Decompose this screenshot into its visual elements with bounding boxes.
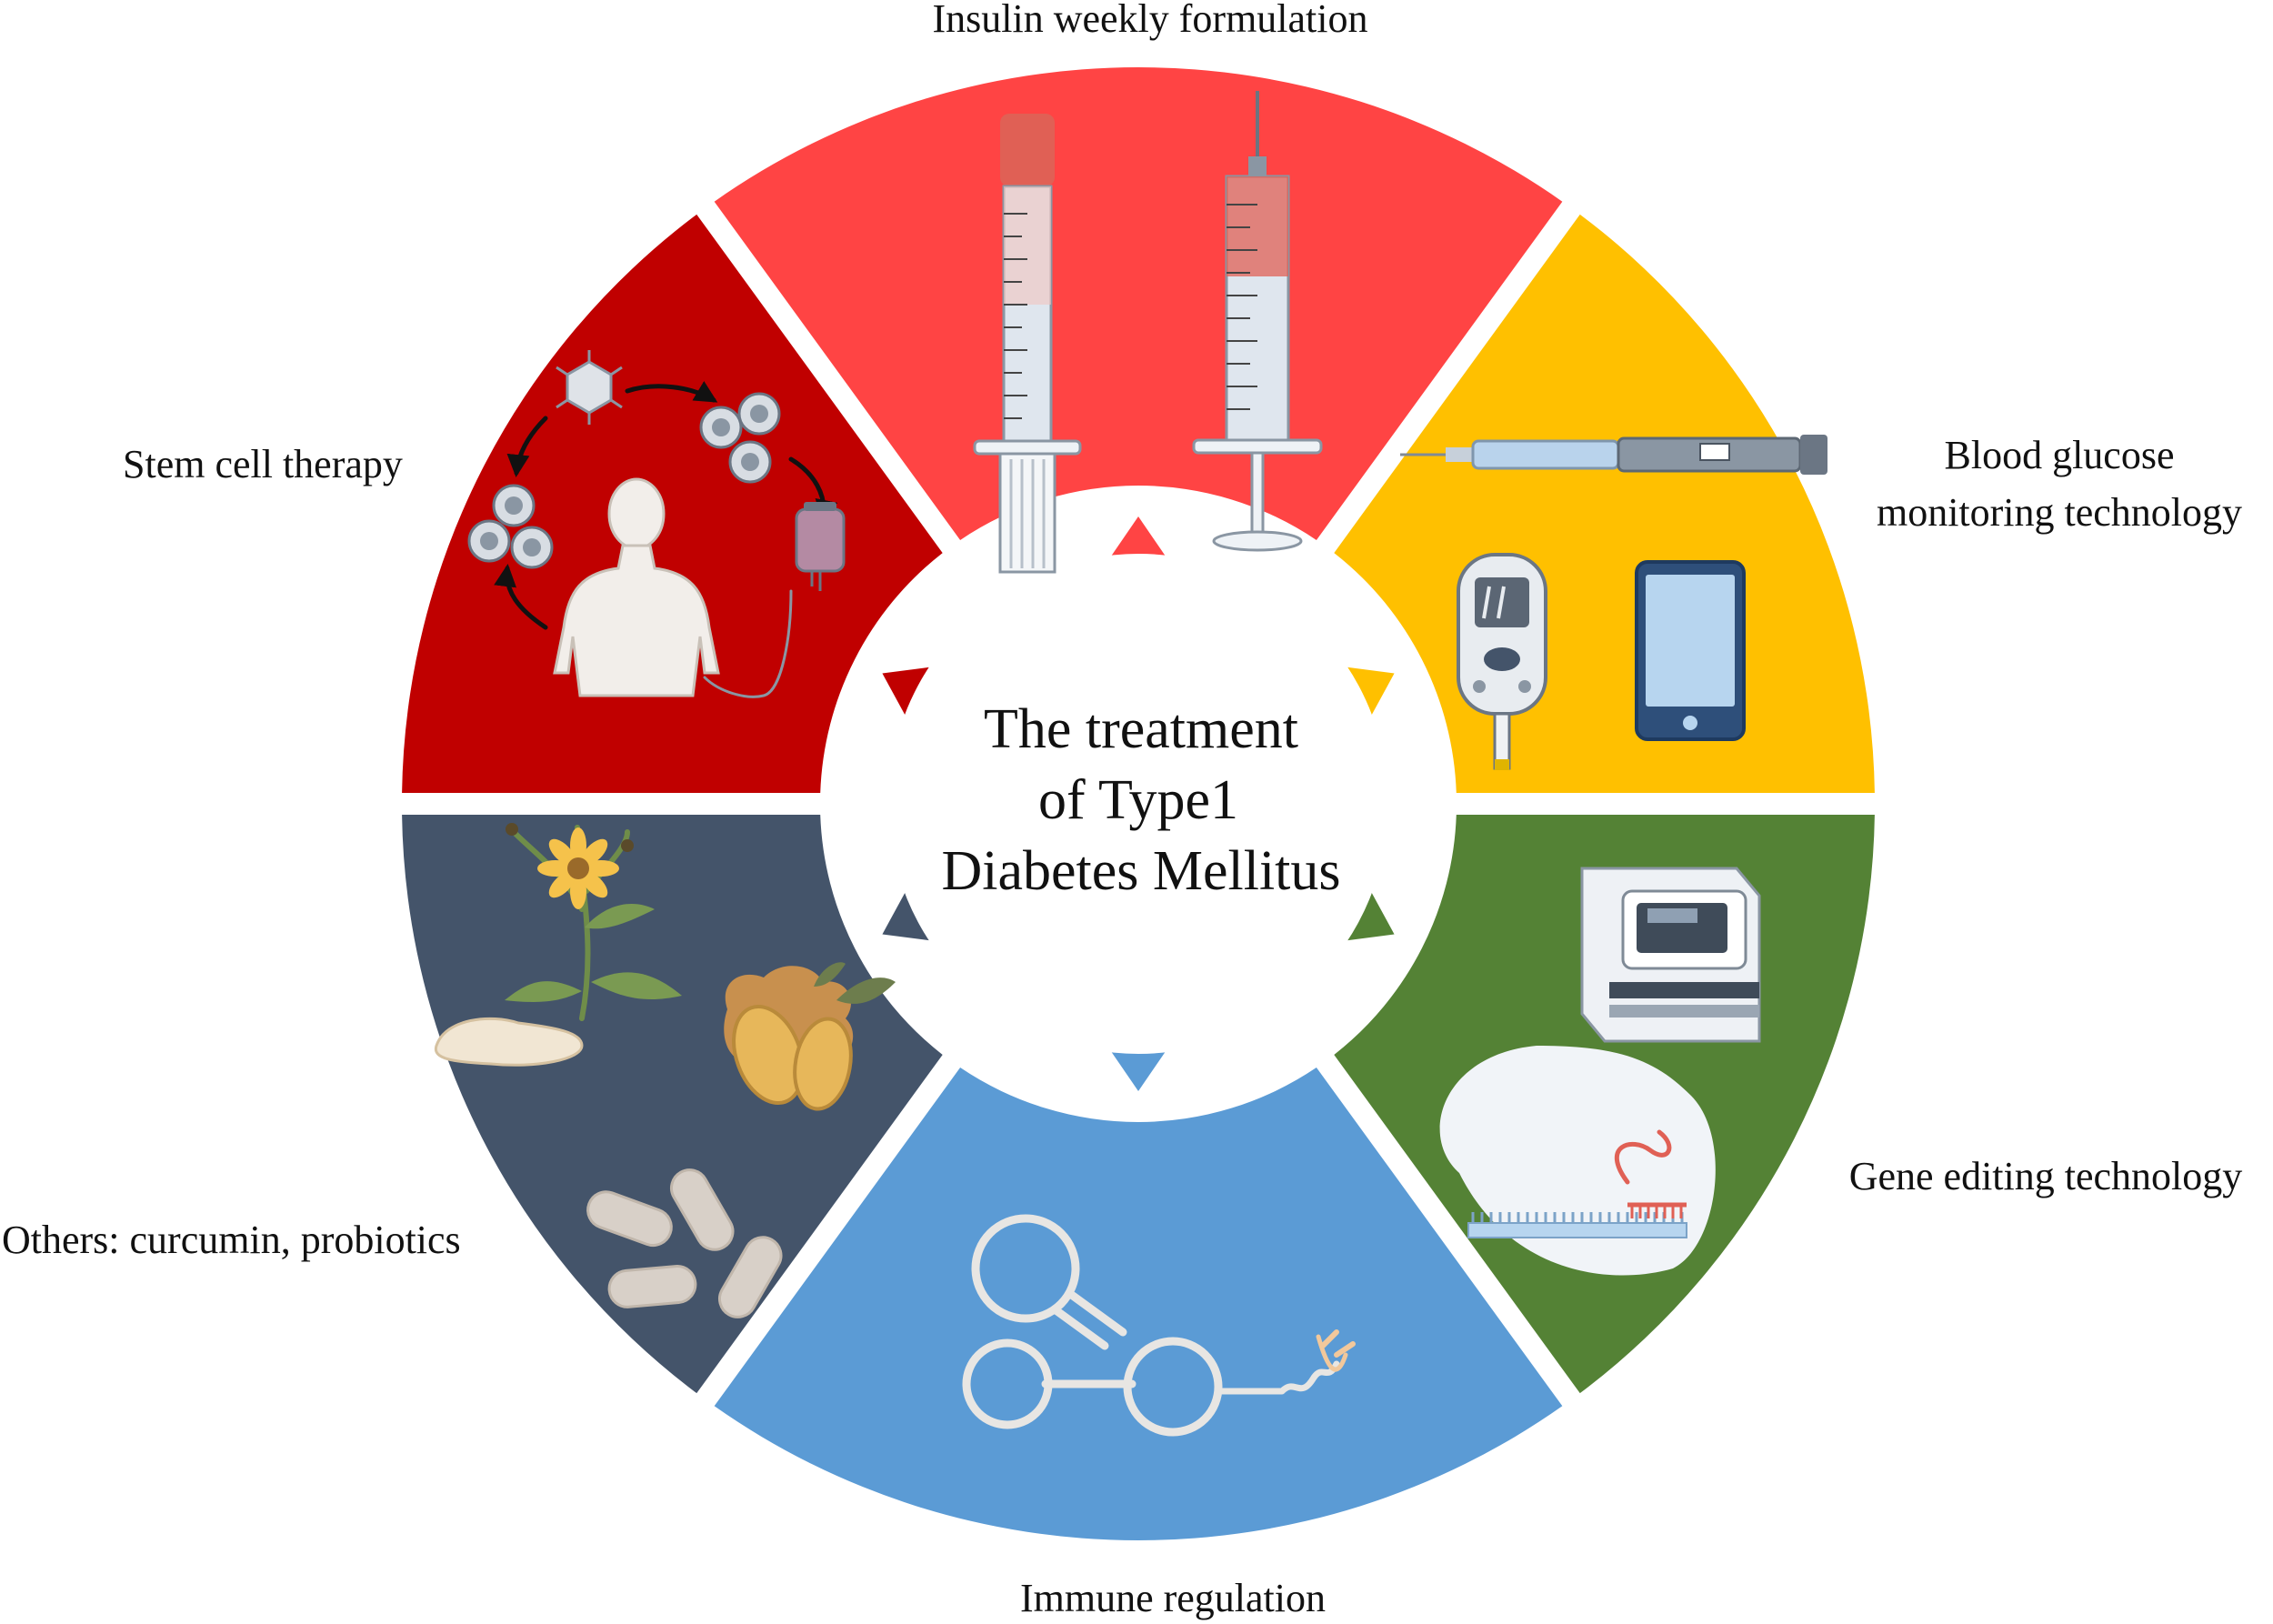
syringe-needle-icon bbox=[1192, 91, 1323, 552]
inner-ring-pointer-insulin bbox=[1108, 516, 1168, 561]
svg-text:monitoring technology: monitoring technology bbox=[1877, 490, 2242, 535]
svg-text:Others: curcumin, probiotics: Others: curcumin, probiotics bbox=[2, 1218, 461, 1262]
syringe-icon bbox=[973, 114, 1082, 574]
label-stem-line1: Stem cell therapy bbox=[123, 442, 403, 486]
insulin-pen-icon bbox=[1400, 435, 1827, 475]
svg-text:Immune regulation: Immune regulation bbox=[1020, 1576, 1326, 1620]
label-glucose-line1: Blood glucose bbox=[1945, 433, 2175, 477]
svg-text:Gene editing technology: Gene editing technology bbox=[1849, 1154, 2243, 1198]
glucose-meter-icon bbox=[1457, 553, 1547, 770]
svg-text:Stem cell therapy: Stem cell therapy bbox=[123, 442, 403, 486]
label-gene-line1: Gene editing technology bbox=[1849, 1154, 2243, 1198]
rna-hairpin-icon bbox=[962, 1214, 1356, 1437]
label-glucose-line2: monitoring technology bbox=[1877, 490, 2242, 535]
smartphone-icon bbox=[1635, 560, 1746, 741]
segment-stem[interactable] bbox=[402, 214, 943, 794]
label-insulin-line1: Insulin weekly formulation bbox=[932, 0, 1367, 41]
center-line-1: The treatment bbox=[984, 698, 1298, 760]
human-body-icon bbox=[553, 477, 793, 698]
label-others-line1: Others: curcumin, probiotics bbox=[2, 1218, 461, 1262]
inner-ring-pointer-immune bbox=[1108, 1047, 1168, 1091]
probiotic-bacteria-icon bbox=[586, 1168, 783, 1318]
stem-cell-cycle-icon bbox=[467, 350, 838, 630]
label-immune-line1: Immune regulation bbox=[1020, 1576, 1326, 1620]
sunflower-plant-icon bbox=[434, 823, 682, 1067]
segment-insulin[interactable] bbox=[714, 67, 1563, 540]
segment-others[interactable] bbox=[402, 814, 943, 1394]
svg-text:Insulin weekly formulation: Insulin weekly formulation bbox=[932, 0, 1367, 41]
center-disc bbox=[888, 554, 1388, 1054]
center-line-2: of Type1 bbox=[1038, 769, 1238, 831]
center-line-3: Diabetes Mellitus bbox=[941, 840, 1340, 902]
center-title: The treatment of Type1 Diabetes Mellitus bbox=[941, 698, 1340, 902]
sequencer-machine-icon bbox=[1580, 867, 1761, 1043]
svg-text:Diabetes Mellitus: Diabetes Mellitus bbox=[941, 840, 1340, 902]
iv-bag-icon bbox=[795, 502, 846, 591]
ginger-root-icon bbox=[724, 962, 896, 1111]
crispr-rna-icon bbox=[1439, 1046, 1716, 1276]
svg-text:Blood glucose: Blood glucose bbox=[1945, 433, 2175, 477]
svg-text:The treatment: The treatment bbox=[984, 698, 1298, 760]
segment-immune[interactable] bbox=[714, 1068, 1563, 1541]
svg-text:of Type1: of Type1 bbox=[1038, 769, 1238, 831]
